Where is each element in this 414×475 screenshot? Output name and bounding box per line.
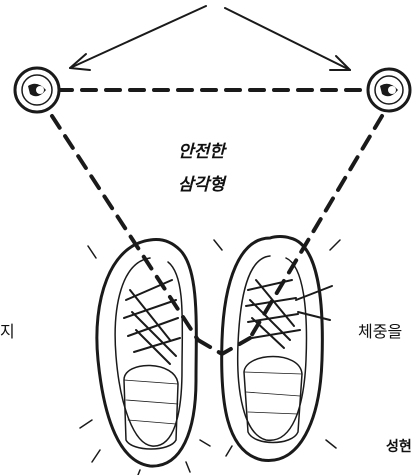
triangle-apex [198, 338, 250, 354]
right-edge-text-fragment: 체중을 [358, 318, 402, 342]
left-edge-text-fragment: 지 [0, 318, 15, 342]
triangle-right-edge [250, 116, 382, 338]
sneaker-icon [80, 239, 210, 475]
screw-head-icon [368, 69, 410, 111]
sneaker-icon [214, 237, 340, 461]
triangle-dashed-lines [52, 90, 382, 354]
bottom-edge-text-fragment: 성현 [386, 436, 412, 456]
triangle-title-line-1: 안전한 [178, 137, 225, 162]
left-arrow-icon [70, 6, 206, 70]
triangle-left-edge [52, 116, 198, 340]
screw-head-icon [15, 68, 59, 112]
triangle-title-line-2: 삼각형 [178, 170, 225, 195]
right-arrow-icon [225, 8, 350, 70]
